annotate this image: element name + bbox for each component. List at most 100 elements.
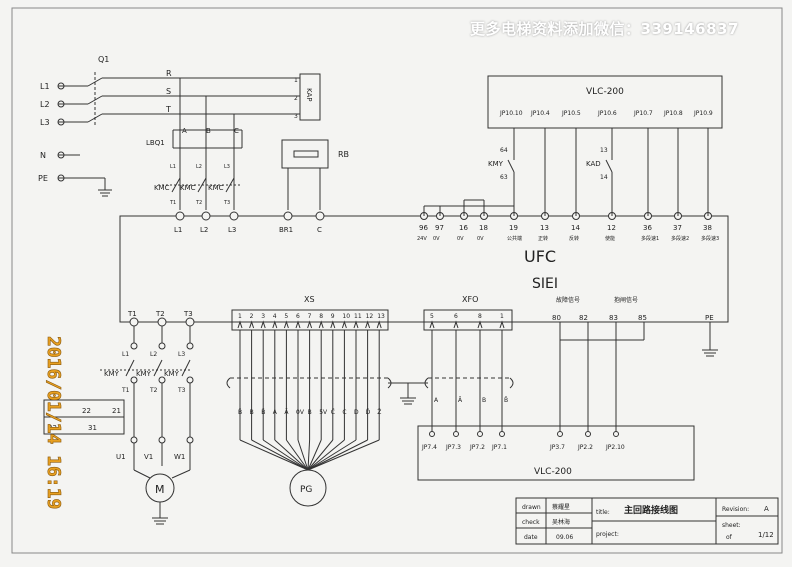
kap-pin-2: 2 — [294, 95, 298, 102]
xfo-signal-1: Ā — [458, 397, 463, 404]
pe-label: PE — [38, 174, 48, 183]
tb-project-label: project: — [596, 531, 619, 538]
xs-signal-11: D̄ — [366, 409, 371, 416]
xs-signal-1: B — [250, 409, 254, 416]
lbq-pin-a: A — [182, 127, 187, 135]
xs-pin-8: 8 — [319, 313, 323, 320]
ufc-term-l3: L3 — [228, 226, 236, 234]
tb-check-value: 吴林海 — [552, 518, 570, 526]
phase-l1-label: L1 — [40, 82, 50, 91]
xs-pin-12: 12 — [366, 313, 374, 320]
ctrl-term-sub-37: 多段速2 — [671, 235, 689, 242]
xs-fan-0 — [239, 439, 309, 471]
lbq-pin-b: B — [206, 127, 211, 135]
xs-pin-7: 7 — [308, 313, 312, 320]
xs-pin-mark-3 — [272, 320, 278, 329]
ctrl-term-sub-12: 使能 — [605, 235, 615, 242]
ctrl-term-sub-19: 公共端 — [507, 235, 522, 242]
ctrl-term-sub-97: 0V — [433, 236, 440, 242]
vlc-bottom-title: VLC-200 — [534, 467, 572, 477]
xs-pin-mark-2 — [260, 320, 266, 329]
xs-signal-9: C — [342, 409, 346, 416]
ctrl-term-label-18: 18 — [479, 224, 488, 232]
fault-signal-label: 故障信号 — [556, 296, 580, 304]
vlc-bottom-pin-5: JP2.2 — [577, 444, 593, 451]
ctrl-term-label-16: 16 — [459, 224, 468, 232]
xs-fan-11 — [307, 439, 368, 471]
xs-signal-10: D — [354, 409, 359, 416]
kmc-label-3: KMC — [208, 184, 224, 192]
tb-revision-label: Revision: — [722, 506, 749, 513]
xfo-label: XFO — [462, 295, 478, 304]
xfo-pin-mark-1 — [453, 320, 459, 329]
xs-pin-mark-4 — [283, 320, 289, 329]
ufc-control-terminals: 9624V970V160V180V19公共端13正转14反转12使能36多段速1… — [417, 212, 719, 242]
vlc-bottom-pin-4: JP3.7 — [549, 444, 565, 451]
xfo-pin-mark-0 — [429, 320, 435, 329]
ufc-term-l2: L2 — [200, 226, 208, 234]
ctrl-term-label-37: 37 — [673, 224, 682, 232]
kmc-l3: L3 — [224, 164, 230, 170]
vlc-bottom-pin-1: JP7.3 — [445, 444, 461, 451]
timestamp-text: 2016/01/14 16:19 — [44, 336, 64, 509]
xs-fan-10 — [307, 439, 357, 471]
xs-fan-5 — [297, 439, 309, 471]
tb-date-label: date — [524, 534, 538, 541]
tb-of-label: of — [726, 534, 733, 541]
ctrl-term-sub-38: 多段速3 — [701, 235, 719, 242]
kmy-label-1: KMY — [104, 370, 120, 378]
kmy-pin-64: 64 — [500, 147, 508, 154]
ufc-output-terminals — [129, 317, 195, 327]
xs-pin-9: 9 — [331, 313, 335, 320]
vlc-bottom-pin-dot-0 — [429, 431, 435, 437]
bus-r-label: R — [166, 69, 172, 78]
xs-signal-4: Ā — [284, 409, 289, 416]
tb-title-value: 主回路接线图 — [624, 504, 678, 516]
ctrl-term-label-38: 38 — [703, 224, 712, 232]
xfo-signal-2: B — [482, 397, 486, 404]
xs-fan-1 — [251, 439, 309, 471]
camera-timestamp: 2016/01/14 16:19 — [44, 336, 64, 510]
ctrl-term-sub-36: 多段速1 — [641, 235, 659, 242]
phase-l2-label: L2 — [40, 100, 50, 109]
xs-pin-11: 11 — [354, 313, 362, 320]
kap-pin-3: 3 — [294, 113, 298, 120]
ufc-pe-label: PE — [705, 314, 714, 322]
motor-label: M — [155, 483, 165, 496]
tb-sheet-label: sheet: — [722, 522, 741, 529]
xs-signal-0: B̄ — [238, 409, 242, 416]
xs-fan-2 — [262, 439, 309, 471]
vlc-bottom-pin-dot-2 — [477, 431, 483, 437]
brake-signal-label: 抱闸信号 — [614, 296, 638, 304]
vlc-top-box — [487, 75, 723, 129]
kmc-contacts — [158, 177, 240, 193]
ctrl-term-label-19: 19 — [509, 224, 518, 232]
ctrl-term-sub-18: 0V — [477, 236, 484, 242]
cable-shield-xfo — [424, 377, 514, 389]
xs-pin-mark-11 — [365, 320, 371, 329]
xs-pin-mark-6 — [307, 320, 313, 329]
breaker-phase-labels: L1 L2 L3 N PE — [38, 82, 50, 183]
ufc-out-t2: T2 — [155, 310, 165, 318]
ctrl-term-label-96: 96 — [419, 224, 428, 232]
xs-signal-6: B — [308, 409, 312, 416]
ufc-out-t3: T3 — [183, 310, 193, 318]
ufc-top-terminals — [175, 211, 325, 221]
ctrl-term-label-97: 97 — [435, 224, 444, 232]
aux-21: 21 — [112, 407, 121, 415]
vlc-top-pin-3: JP10.6 — [597, 110, 617, 117]
page-border — [11, 7, 783, 554]
motor-terminals — [130, 342, 194, 444]
ctrl-term-sub-16: 0V — [457, 236, 464, 242]
kad-pin-14: 14 — [600, 174, 608, 181]
xs-signal-12: Z̄ — [377, 409, 381, 416]
lbq-pin-c: C — [234, 127, 239, 135]
xs-pin-mark-0 — [237, 320, 243, 329]
shield-ground — [388, 382, 428, 405]
vlc-bottom-pin-dot-6 — [613, 431, 619, 437]
vlc-top-pin-2: JP10.5 — [561, 110, 581, 117]
aux-31: 31 — [88, 424, 97, 432]
ufc-term-l1: L1 — [174, 226, 182, 234]
motor-symbol — [145, 473, 175, 503]
